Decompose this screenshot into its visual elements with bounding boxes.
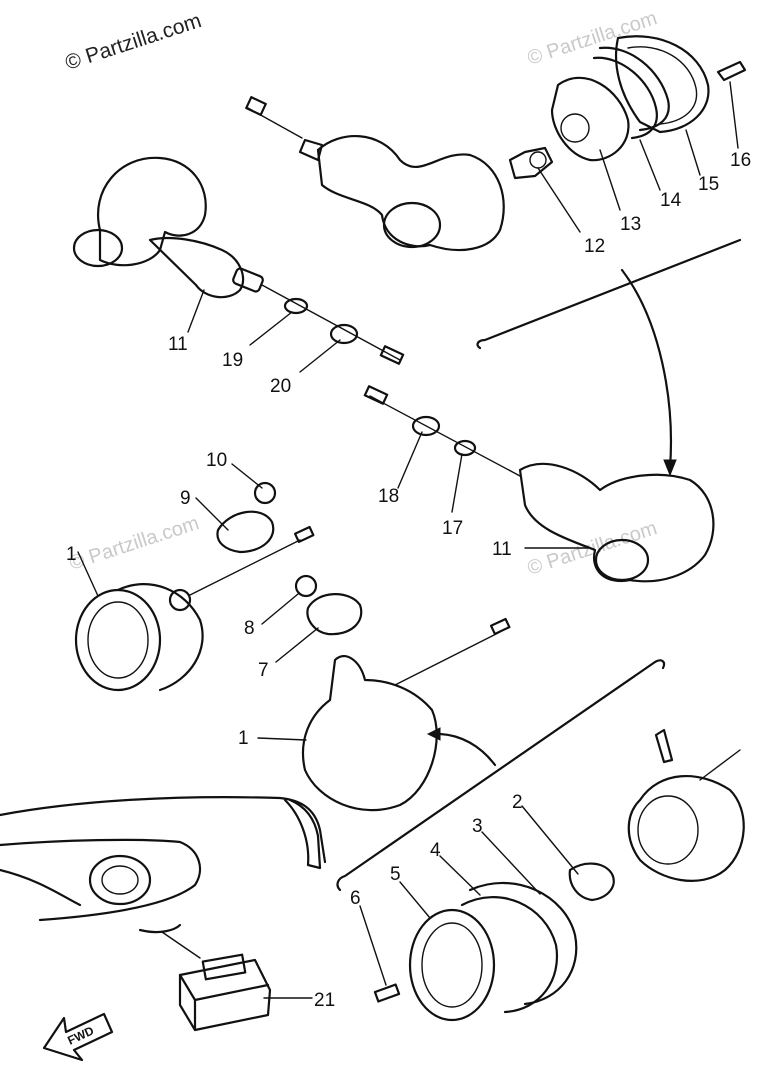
right-turn-signal-assembly [363, 385, 715, 583]
group-bracket-upper [476, 238, 742, 350]
callout-19: 19 [222, 350, 243, 371]
callout-numbers: 11 19 20 12 13 14 15 16 18 17 11 10 9 1 … [66, 150, 751, 1011]
transfer-arrow-lower [438, 732, 497, 767]
callout-3: 3 [472, 816, 483, 837]
callout-17: 17 [442, 518, 463, 539]
callout-21: 21 [314, 990, 335, 1011]
callout-15: 15 [698, 174, 719, 195]
forward-direction-indicator: FWD [42, 1012, 114, 1062]
callout-9: 9 [180, 488, 191, 509]
rear-turn-signal-assembly [72, 35, 747, 365]
callout-11-lower: 11 [492, 539, 512, 560]
callout-13: 13 [620, 214, 641, 235]
callout-16: 16 [730, 150, 751, 171]
callout-5: 5 [390, 864, 401, 885]
callout-14: 14 [660, 190, 682, 211]
callout-2: 2 [512, 792, 523, 813]
transfer-arrowhead-lower [426, 727, 441, 741]
callout-leaders [77, 81, 739, 999]
group-bracket-lower [336, 659, 666, 892]
fwd-label: FWD [65, 1023, 96, 1047]
callout-7: 7 [258, 660, 269, 681]
watermark-top-left: © Partzilla.com [62, 9, 204, 75]
callout-6: 6 [350, 888, 361, 909]
callout-1-lower: 1 [238, 728, 249, 749]
callout-8: 8 [244, 618, 255, 639]
callout-12: 12 [584, 236, 605, 257]
transfer-arrow-upper [620, 268, 673, 470]
frame-section [0, 796, 327, 934]
flasher-relay [178, 953, 272, 1032]
front-turn-signal-assembly [74, 481, 511, 812]
transfer-arrowhead-upper [663, 459, 677, 477]
callout-1-upper: 1 [66, 544, 77, 565]
watermark-mid-left: © Partzilla.com [67, 512, 202, 575]
callout-10: 10 [206, 450, 227, 471]
front-right-turn-signal-lens-group [373, 728, 745, 1022]
callout-18: 18 [378, 486, 399, 507]
callout-20: 20 [270, 376, 291, 397]
callout-11-upper: 11 [168, 334, 188, 355]
callout-4: 4 [430, 840, 441, 861]
